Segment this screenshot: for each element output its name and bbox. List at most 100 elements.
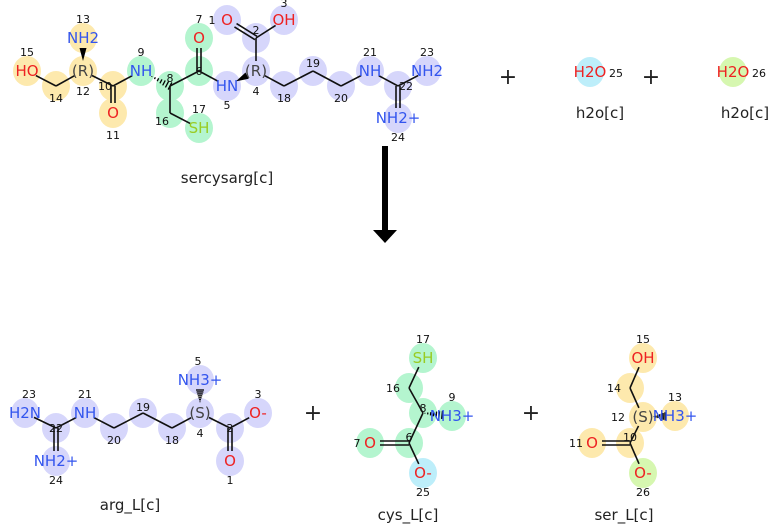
atom-label: O- [249, 404, 267, 422]
metabolite-name: arg_L[c] [100, 496, 160, 515]
single-bond [93, 416, 115, 429]
atom-highlight [356, 56, 384, 86]
atom-label: O [586, 434, 598, 452]
atom-number: 22 [49, 422, 63, 435]
atom-number: 21 [78, 388, 92, 401]
atom-number: 12 [76, 85, 90, 98]
hash-bond [162, 80, 166, 86]
atom-number: 8 [167, 72, 174, 85]
atom-highlight [244, 398, 272, 428]
atom-label: HO [15, 62, 38, 80]
single-bond [91, 74, 114, 87]
single-bond [112, 75, 133, 87]
atom-number: 7 [196, 13, 203, 26]
bonds [33, 389, 250, 451]
atom-label: (R) [245, 62, 267, 80]
single-bond [169, 70, 200, 87]
hash-bond [156, 78, 160, 82]
atom-number: 19 [136, 401, 150, 414]
atom-label: (S) [632, 408, 653, 426]
atom-label: NH [74, 404, 97, 422]
atom-number: 25 [416, 486, 430, 499]
atom-highlight [629, 402, 657, 432]
atom-number: 24 [49, 474, 63, 487]
atom-number: 13 [668, 391, 682, 404]
metabolite-name: cys_L[c] [378, 506, 439, 524]
single-bond [378, 75, 399, 87]
atom-number: 3 [255, 388, 262, 401]
single-bond [198, 70, 219, 82]
atom-highlight [629, 343, 657, 373]
single-bond [169, 112, 191, 125]
plus-sign: + [522, 401, 540, 426]
atom-number: 16 [386, 382, 400, 395]
atom-number: 4 [253, 85, 260, 98]
atom-label: OH [631, 349, 654, 367]
atom-number: 23 [22, 388, 36, 401]
atom-number: 14 [607, 382, 621, 395]
atom-highlights [576, 57, 604, 87]
atom-highlight [185, 113, 213, 143]
hash-bond [153, 77, 156, 80]
atom-label: NH3+ [653, 407, 698, 425]
atom-number: 17 [416, 333, 430, 346]
atom-number: 15 [636, 333, 650, 346]
plus-sign: + [304, 401, 322, 426]
atom-highlight [576, 57, 604, 87]
single-bond [340, 74, 362, 87]
single-bond [408, 366, 420, 389]
atom-number: 18 [165, 434, 179, 447]
atom-label: NH [130, 62, 153, 80]
atom-highlight [661, 401, 689, 431]
atom-highlight [213, 71, 241, 101]
metabolite-name: h2o[c] [721, 104, 769, 122]
atom-number: 1 [209, 14, 216, 27]
atom-label: O- [634, 464, 652, 482]
atom-number: 20 [107, 434, 121, 447]
atom-highlight [270, 5, 298, 35]
atom-label: NH2 [411, 62, 443, 80]
double-bond [236, 22, 258, 37]
atom-label: H2O [717, 63, 750, 81]
atom-label: SH [189, 119, 210, 137]
atom-highlight [438, 401, 466, 431]
atom-highlight [185, 23, 213, 53]
atom-highlight [69, 23, 97, 53]
single-bond [255, 24, 277, 39]
atom-highlight [578, 428, 606, 458]
atom-number: 5 [195, 355, 202, 368]
atom-highlights [578, 343, 689, 488]
atom-highlight [213, 5, 241, 35]
atom-number: 11 [106, 129, 120, 142]
atom-label: O- [414, 464, 432, 482]
atom-highlight [409, 343, 437, 373]
single-bond [113, 412, 144, 429]
single-bond [397, 74, 419, 87]
single-bond [142, 412, 173, 429]
atom-label: (S) [189, 404, 210, 422]
atom-highlight [384, 103, 412, 133]
atom-highlight [127, 56, 155, 86]
atom-number: 9 [449, 391, 456, 404]
molecule-arg_L: H2N2322NH21NH2+24201918(S)4NH3+52O-3O1ar… [9, 355, 272, 515]
atom-highlight [413, 56, 441, 86]
atom-number: 19 [306, 57, 320, 70]
atom-label: O [107, 104, 119, 122]
atom-highlight [216, 446, 244, 476]
atom-number: 3 [281, 0, 288, 10]
atom-label: NH3+ [430, 407, 475, 425]
hash-bond [164, 81, 170, 88]
single-bond [208, 416, 231, 429]
wedge-bond [235, 72, 249, 82]
atom-highlight [719, 57, 747, 87]
atom-label: SH [413, 349, 434, 367]
bonds [35, 22, 419, 125]
atom-number: 14 [49, 92, 63, 105]
hash-bond [440, 410, 444, 420]
